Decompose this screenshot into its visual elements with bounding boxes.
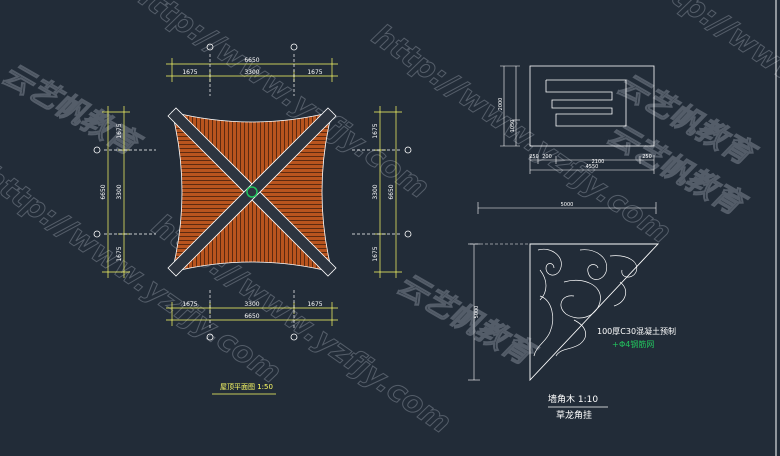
dim-left-seg-1: 1675 [116, 123, 123, 138]
panel-groove [545, 79, 627, 127]
dim-top-seg-2: 3300 [244, 69, 259, 76]
dim-left-seg-2: 3300 [116, 184, 123, 199]
dim-top-overall: 6650 [244, 57, 259, 64]
panel-dim-left-1: 2000 [498, 98, 504, 111]
dim-top-seg-3: 1675 [307, 69, 322, 76]
panel-dim-left-2: 1050 [510, 120, 516, 133]
dim-bottom-seg-2: 3300 [244, 301, 259, 308]
dim-bottom-seg-1: 1675 [182, 301, 197, 308]
dim-right-seg-1: 1675 [372, 123, 379, 138]
hip-ridges [167, 107, 337, 277]
grid-bubble [404, 146, 412, 154]
bracket-note-line-2: Φ4钢筋网 [619, 339, 654, 349]
panel-dim-top-3: 2100 [592, 159, 605, 165]
top-dimensions [166, 54, 338, 96]
bottom-dimensions [166, 290, 338, 330]
panel-dim-top-4: 250 [642, 154, 652, 160]
rebar-mark-icon: + [612, 340, 619, 349]
grid-bubble [404, 230, 412, 238]
dim-right-seg-3: 1675 [372, 246, 379, 261]
bracket-subtitle: 草龙角挂 [556, 409, 592, 421]
watermark-brand: 云艺帆教育 [391, 267, 543, 375]
panel-dim-top-1: 250 [529, 154, 539, 160]
roof-tiles [172, 112, 332, 272]
bracket-note-line-1: 100厚C30混凝土预制 [597, 326, 676, 336]
grid-bubble [206, 333, 214, 341]
dim-left-overall: 6650 [100, 184, 107, 199]
watermark-layer: http://www.yzfjy.com http://www.yzfjy.co… [0, 0, 780, 441]
panel-dim-top-2: 200 [542, 154, 552, 160]
panel-detail: 250 200 2100 250 4550 2000 1050 [498, 65, 655, 174]
grid-bubble [93, 146, 101, 154]
roof-plan: 6650 1675 3300 1675 1675 3300 1675 6650 [93, 43, 412, 395]
dim-bottom-overall: 6650 [244, 313, 259, 320]
roof-plan-caption: 屋顶平面图 1:50 [220, 383, 273, 391]
dim-right-overall: 6650 [388, 184, 395, 199]
watermark-brand: 云艺帆教育 [0, 57, 148, 165]
ridge-center-circle [246, 186, 258, 198]
bracket-title: 墙角木 1:10 [548, 393, 598, 405]
bracket-outline [529, 243, 660, 382]
bracket-dim-top: 5000 [561, 202, 574, 208]
panel-outline [529, 65, 655, 147]
dim-right-seg-2: 3300 [372, 184, 379, 199]
panel-dim-bottom: 4550 [586, 164, 599, 170]
dim-top-seg-1: 1675 [182, 69, 197, 76]
dim-left-seg-3: 1675 [116, 246, 123, 261]
bracket-dim-left: 5000 [474, 306, 480, 319]
right-dimensions [352, 106, 402, 278]
grid-bubble [206, 43, 214, 51]
grid-bubble [290, 333, 298, 341]
grid-bubble [93, 230, 101, 238]
corner-bracket: 5000 5000 100厚C30混凝土预制 + Φ4钢筋网 墙角木 1:10 … [468, 202, 676, 421]
bracket-scroll-ornament [533, 248, 638, 357]
left-dimensions [102, 106, 156, 278]
grid-bubble [290, 43, 298, 51]
dim-bottom-seg-3: 1675 [307, 301, 322, 308]
